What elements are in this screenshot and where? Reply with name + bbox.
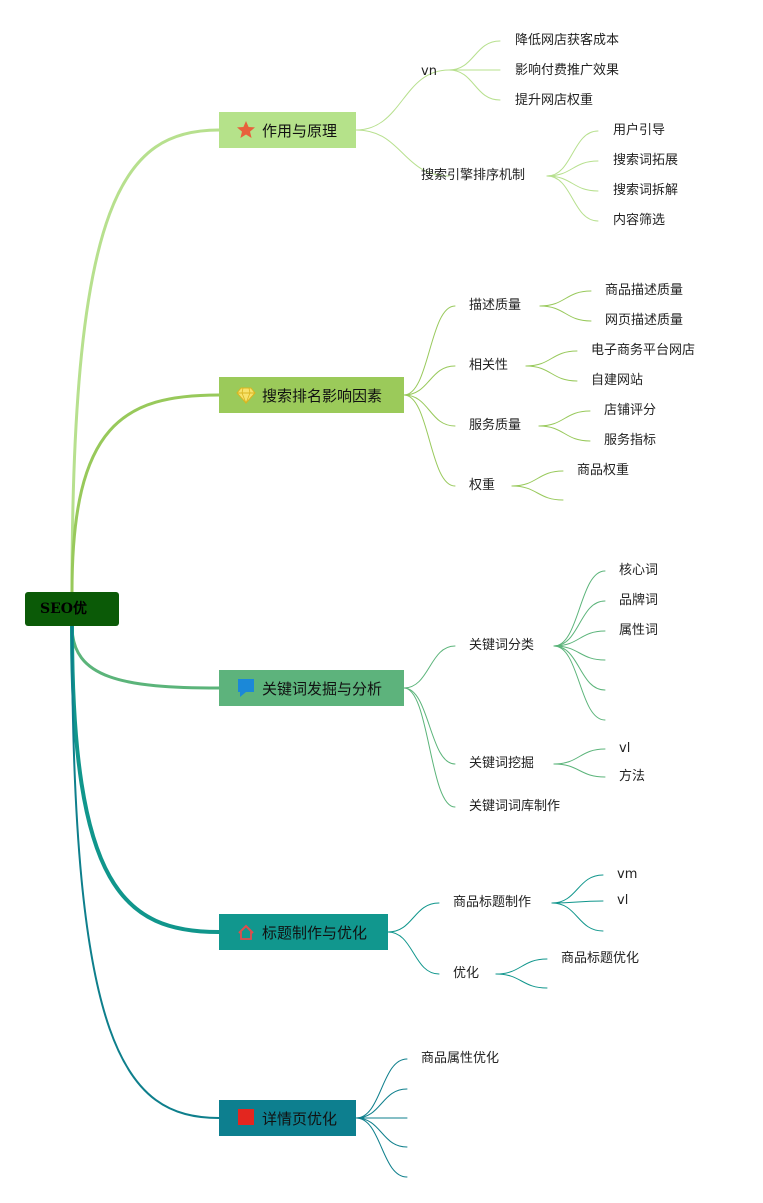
home-icon (236, 922, 256, 942)
leaf-node[interactable]: vl (617, 893, 629, 908)
connector-line (70, 624, 221, 934)
leaf-node[interactable]: 商品权重 (577, 463, 630, 478)
sub-node-ranking-mechanism[interactable]: 搜索引擎排序机制 (421, 168, 526, 183)
connector-line (355, 129, 450, 177)
connector-line (511, 470, 564, 487)
connector-line (495, 973, 548, 989)
connector-line (538, 410, 591, 427)
connector-line (525, 350, 578, 367)
connector-line (71, 625, 220, 1119)
connector-line (387, 931, 440, 975)
connector-line (539, 305, 592, 322)
flag-icon (236, 678, 256, 698)
connector-line (355, 1117, 408, 1178)
connector-line (546, 175, 599, 192)
connector-line (546, 130, 599, 177)
leaf-node[interactable]: 搜索词拓展 (613, 153, 679, 168)
connector-line (553, 645, 606, 661)
branch-label: 作用与原理 (262, 121, 338, 140)
leaf-node[interactable]: 网页描述质量 (605, 313, 684, 328)
leaf-node[interactable]: 服务指标 (604, 433, 657, 448)
leaf-node[interactable]: 核心词 (619, 563, 659, 578)
diamond-icon (236, 385, 256, 405)
connector-line (553, 600, 606, 647)
connector-line (355, 1117, 408, 1148)
connector-line (70, 393, 221, 594)
sub-node-service-quality[interactable]: 服务质量 (469, 418, 522, 433)
sub-node-keyword-classification[interactable]: 关键词分类 (469, 638, 535, 653)
connector-line (387, 902, 440, 933)
sub-node-weight[interactable]: 权重 (469, 478, 496, 493)
connector-line (525, 365, 578, 382)
connector-line (448, 40, 501, 71)
sub-node-relevance[interactable]: 相关性 (469, 358, 509, 373)
leaf-node[interactable]: 提升网店权重 (515, 93, 594, 108)
sub-node-description-quality[interactable]: 描述质量 (469, 298, 522, 313)
leaf-node[interactable]: 用户引导 (613, 123, 666, 138)
leaf-node[interactable]: 店铺评分 (604, 403, 657, 418)
star-icon (236, 120, 256, 140)
connector-line (355, 1088, 408, 1119)
leaf-node[interactable]: 搜索词拆解 (613, 183, 679, 198)
leaf-node[interactable]: vm (617, 867, 638, 882)
leaf-node[interactable]: 自建网站 (591, 373, 644, 388)
connector-line (70, 128, 221, 594)
connector-line (546, 175, 599, 222)
connector-line (551, 900, 604, 904)
branch-node-ranking-factors[interactable]: 搜索排名影响因素 (219, 377, 404, 413)
connector-line (70, 624, 221, 690)
branch-node-title-optimization[interactable]: 标题制作与优化 (219, 914, 388, 950)
leaf-node[interactable]: 内容筛选 (613, 213, 666, 228)
connector-line (403, 687, 456, 808)
sub-node-vn[interactable]: vn (421, 64, 437, 79)
connector-line (511, 485, 564, 501)
connector-line (355, 69, 450, 131)
connector-line (403, 365, 456, 396)
branch-label: 标题制作与优化 (262, 923, 368, 942)
leaf-node[interactable]: 方法 (619, 769, 646, 784)
branch-node-keyword-analysis[interactable]: 关键词发掘与分析 (219, 670, 404, 706)
connector-line (448, 69, 501, 101)
connector-line (539, 290, 592, 307)
connector-line (553, 763, 606, 778)
square-icon (236, 1108, 256, 1128)
root-node[interactable]: SEO优 (25, 592, 119, 626)
connector-line (403, 645, 456, 689)
connector-line (403, 394, 456, 427)
leaf-node[interactable]: 商品描述质量 (605, 283, 684, 298)
branch-node-role-principle[interactable]: 作用与原理 (219, 112, 356, 148)
branch-label: 详情页优化 (262, 1109, 338, 1128)
sub-node-keyword-mining[interactable]: 关键词挖掘 (469, 756, 535, 771)
connector-line (553, 645, 606, 721)
leaf-node[interactable]: 属性词 (619, 623, 659, 638)
connector-line (553, 645, 606, 691)
leaf-node[interactable]: 品牌词 (619, 593, 659, 608)
connector-line (403, 305, 456, 396)
connector-line (403, 394, 456, 487)
leaf-node[interactable]: vl (619, 741, 631, 756)
sub-node-attribute-optimization[interactable]: 商品属性优化 (421, 1051, 500, 1066)
branch-label: 搜索排名影响因素 (262, 386, 383, 405)
leaf-node[interactable]: 影响付费推广效果 (515, 63, 620, 78)
connector-line (355, 1058, 408, 1119)
branch-label: 关键词发掘与分析 (262, 679, 383, 698)
connector-line (551, 874, 604, 904)
connector-line (546, 160, 599, 177)
sub-node-keyword-library[interactable]: 关键词词库制作 (469, 799, 561, 814)
branch-node-detail-page[interactable]: 详情页优化 (219, 1100, 356, 1136)
connector-line (553, 630, 606, 647)
leaf-node[interactable]: 降低网店获客成本 (515, 33, 620, 48)
sub-node-title-making[interactable]: 商品标题制作 (453, 895, 532, 910)
connector-line (553, 570, 606, 647)
connector-line (551, 902, 604, 932)
connector-line (553, 748, 606, 765)
sub-node-optimize[interactable]: 优化 (453, 966, 480, 981)
connector-line (538, 425, 591, 442)
connector-line (495, 958, 548, 975)
leaf-node[interactable]: 商品标题优化 (561, 951, 640, 966)
leaf-node[interactable]: 电子商务平台网店 (591, 343, 696, 358)
connector-line (403, 687, 456, 765)
